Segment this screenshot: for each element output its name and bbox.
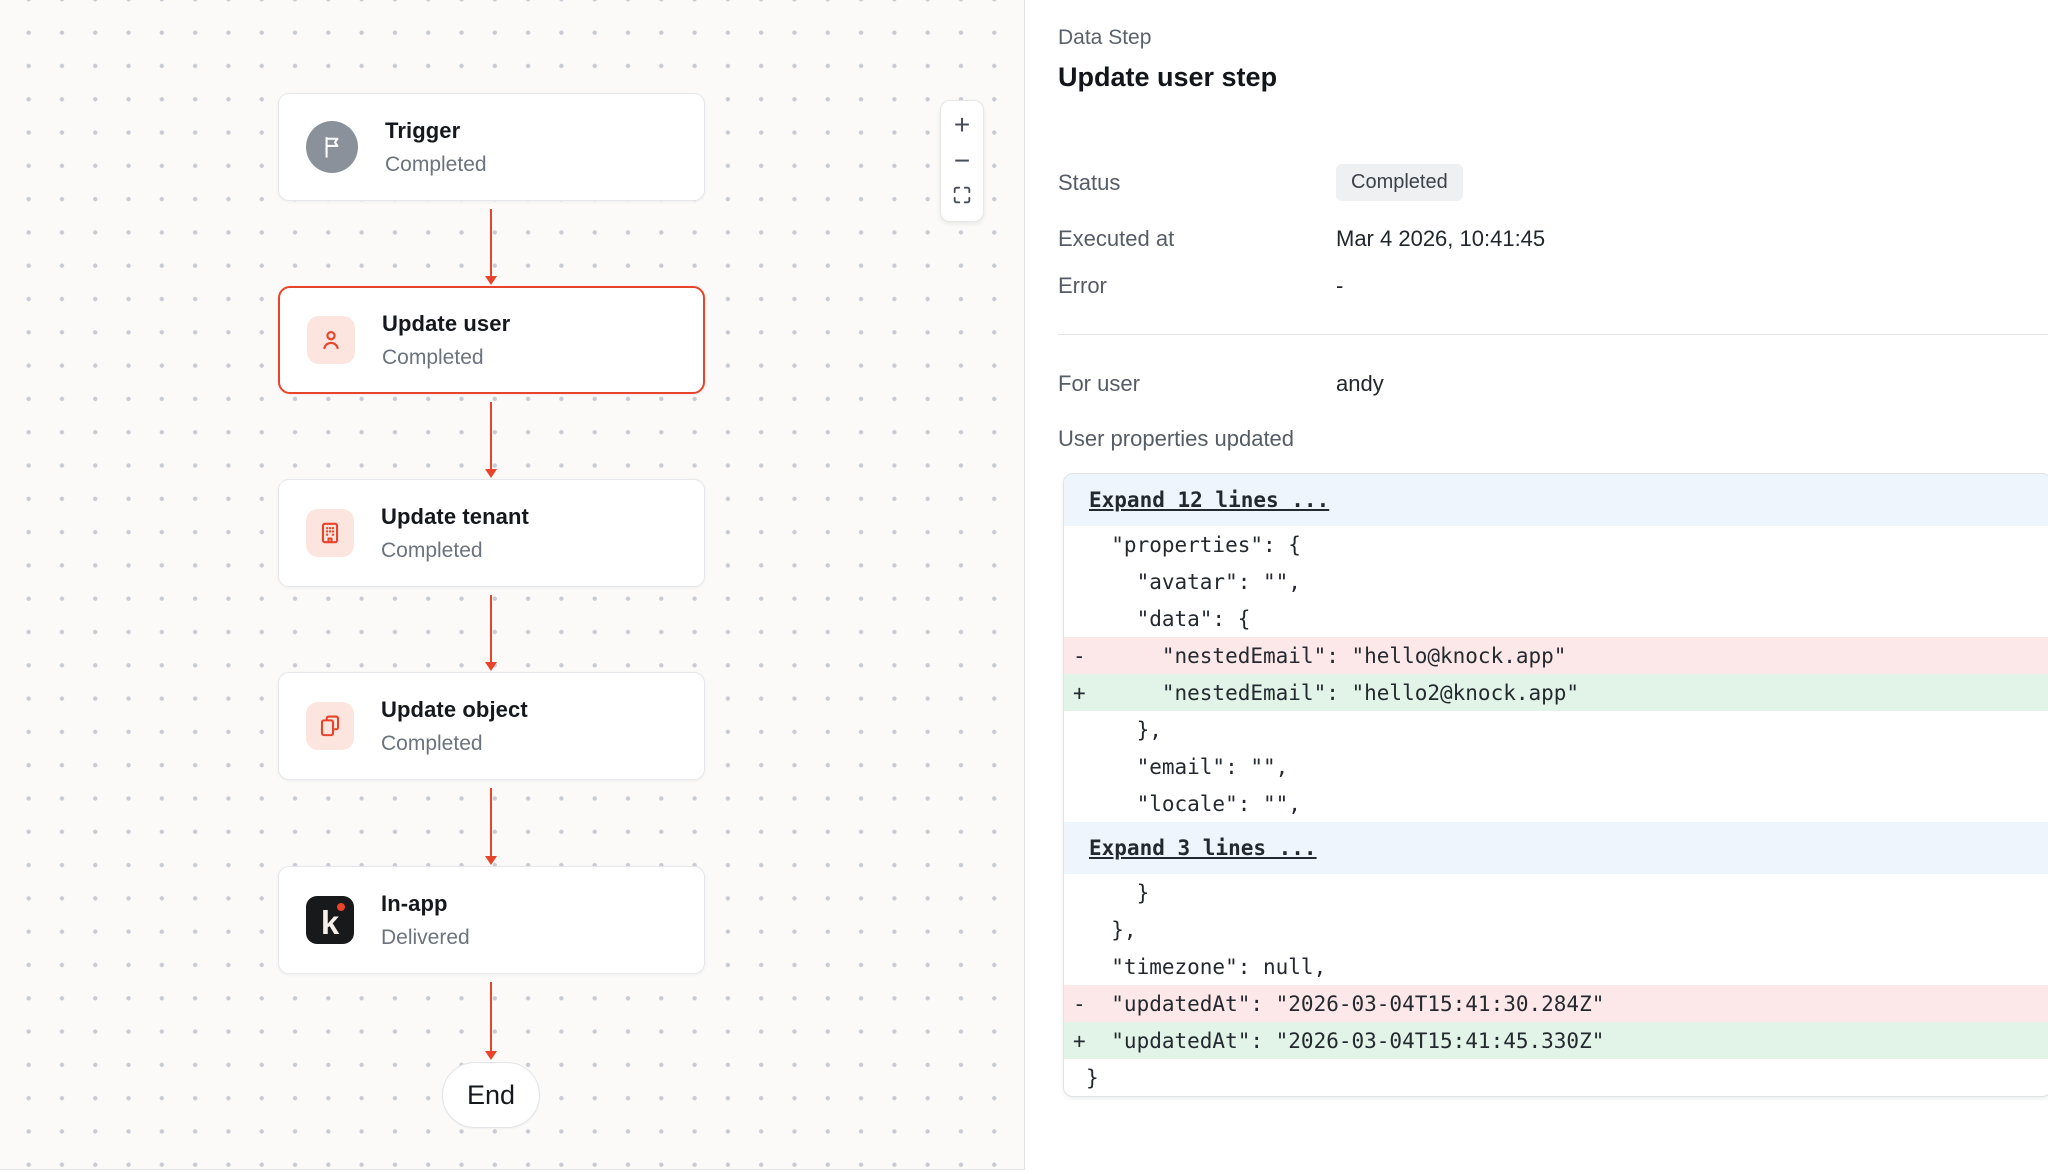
field-row-error: Error - xyxy=(1058,273,1343,299)
diff-code: "nestedEmail": "hello@knock.app" xyxy=(1086,643,1567,668)
node-text: Update object Completed xyxy=(381,697,528,756)
end-node: End xyxy=(442,1062,540,1128)
expand-lines-link[interactable]: Expand 3 lines ... xyxy=(1089,836,1317,860)
diff-context-row: "data": { xyxy=(1064,600,2048,637)
diff-marker: + xyxy=(1073,1028,1086,1053)
zoom-in-button[interactable]: + xyxy=(942,108,982,142)
node-status: Completed xyxy=(381,731,483,755)
diff-context-row: }, xyxy=(1064,911,2048,948)
diff-code: } xyxy=(1086,880,1150,905)
copy-icon xyxy=(306,702,354,750)
diff-code: "timezone": null, xyxy=(1086,954,1327,979)
diff-added-row: + "nestedEmail": "hello2@knock.app" xyxy=(1064,674,2048,711)
diff-deleted-row: - "nestedEmail": "hello@knock.app" xyxy=(1064,637,2048,674)
node-status: Completed xyxy=(381,538,483,562)
building-icon xyxy=(306,509,354,557)
diff-context-row: "properties": { xyxy=(1064,526,2048,563)
node-update-user[interactable]: Update user Completed xyxy=(278,286,705,394)
node-text: Update tenant Completed xyxy=(381,504,529,563)
connector-arrow xyxy=(485,982,497,1060)
knock-logo-dot xyxy=(337,903,345,911)
field-row-for-user: For user andy xyxy=(1058,371,1384,397)
page-title: Update user step xyxy=(1058,62,1278,92)
knock-logo: k xyxy=(306,896,354,944)
zoom-out-button[interactable]: − xyxy=(942,144,982,178)
diff-context-row: "email": "", xyxy=(1064,748,2048,785)
node-text: In-app Delivered xyxy=(381,891,470,950)
knock-logo-letter: k xyxy=(320,903,340,941)
node-title: Update object xyxy=(381,696,528,722)
user-link[interactable]: andy xyxy=(1336,371,1384,396)
field-row-executed-at: Executed at Mar 4 2026, 10:41:45 xyxy=(1058,226,1545,252)
status-badge: Completed xyxy=(1336,164,1463,201)
diff-marker: + xyxy=(1073,680,1086,705)
diff-code: "email": "", xyxy=(1086,754,1289,779)
node-text: Update user Completed xyxy=(382,311,510,370)
diff-context-row: "avatar": "", xyxy=(1064,563,2048,600)
diff-expand-row: Expand 3 lines ... xyxy=(1064,822,2048,874)
diff-added-row: + "updatedAt": "2026-03-04T15:41:45.330Z… xyxy=(1064,1022,2048,1059)
diff-code: "nestedEmail": "hello2@knock.app" xyxy=(1086,680,1580,705)
step-type-label: Data Step xyxy=(1058,26,1152,49)
node-title: Update user xyxy=(382,310,511,336)
diff-code: "properties": { xyxy=(1086,532,1301,557)
diff-context-row: "timezone": null, xyxy=(1064,948,2048,985)
diff-code: } xyxy=(1086,1065,1099,1090)
field-label: Error xyxy=(1058,273,1107,298)
diff-code: }, xyxy=(1086,717,1162,742)
user-icon xyxy=(307,316,355,364)
fit-view-icon xyxy=(951,181,973,213)
node-title: Update tenant xyxy=(381,503,529,529)
diff-expand-row: Expand 12 lines ... xyxy=(1064,474,2048,526)
diff-code: "avatar": "", xyxy=(1086,569,1301,594)
node-title: In-app xyxy=(381,890,448,916)
node-status: Delivered xyxy=(381,925,470,949)
connector-arrow xyxy=(485,788,497,865)
diff-deleted-row: - "updatedAt": "2026-03-04T15:41:30.284Z… xyxy=(1064,985,2048,1022)
node-status: Completed xyxy=(382,345,484,369)
diff-code: }, xyxy=(1086,917,1137,942)
executed-at-value: Mar 4 2026, 10:41:45 xyxy=(1336,226,1546,251)
field-label: Status xyxy=(1058,169,1121,195)
expand-lines-link[interactable]: Expand 12 lines ... xyxy=(1089,488,1330,512)
diff-code: "updatedAt": "2026-03-04T15:41:45.330Z" xyxy=(1086,1028,1605,1053)
section-divider xyxy=(1058,334,2048,335)
field-row-status: Status Completed xyxy=(1058,164,1463,201)
diff-context-row: } xyxy=(1064,1059,2048,1096)
diff-section-label: User properties updated xyxy=(1058,426,1295,451)
field-label: Executed at xyxy=(1058,226,1175,251)
diff-marker: - xyxy=(1073,643,1086,668)
node-update-object[interactable]: Update object Completed xyxy=(278,672,705,780)
field-label: For user xyxy=(1058,371,1140,396)
connector-arrow xyxy=(485,209,497,285)
diff-code: "locale": "", xyxy=(1086,791,1301,816)
workflow-canvas[interactable]: Trigger Completed Update user Completed xyxy=(0,0,1025,1170)
diff-context-row: "locale": "", xyxy=(1064,785,2048,822)
node-in-app[interactable]: k In-app Delivered xyxy=(278,866,705,974)
node-trigger[interactable]: Trigger Completed xyxy=(278,93,705,201)
diff-context-row: }, xyxy=(1064,711,2048,748)
end-node-label: End xyxy=(466,1079,516,1110)
node-text: Trigger Completed xyxy=(385,118,487,177)
diff-code: "data": { xyxy=(1086,606,1251,631)
canvas-zoom-controls: + − xyxy=(940,100,984,222)
diff-code: "updatedAt": "2026-03-04T15:41:30.284Z" xyxy=(1086,991,1605,1016)
node-update-tenant[interactable]: Update tenant Completed xyxy=(278,479,705,587)
diff-viewer: Expand 12 lines ... "properties": { "ava… xyxy=(1063,473,2048,1097)
fit-view-button[interactable] xyxy=(942,180,982,214)
flag-icon xyxy=(306,121,358,173)
error-value: - xyxy=(1336,273,1344,298)
diff-context-row: } xyxy=(1064,874,2048,911)
connector-arrow xyxy=(485,595,497,671)
step-detail-panel: Data Step Update user step Status Comple… xyxy=(1025,0,2048,1174)
node-title: Trigger xyxy=(385,117,461,143)
node-status: Completed xyxy=(385,152,487,176)
connector-arrow xyxy=(485,402,497,478)
diff-marker: - xyxy=(1073,991,1086,1016)
